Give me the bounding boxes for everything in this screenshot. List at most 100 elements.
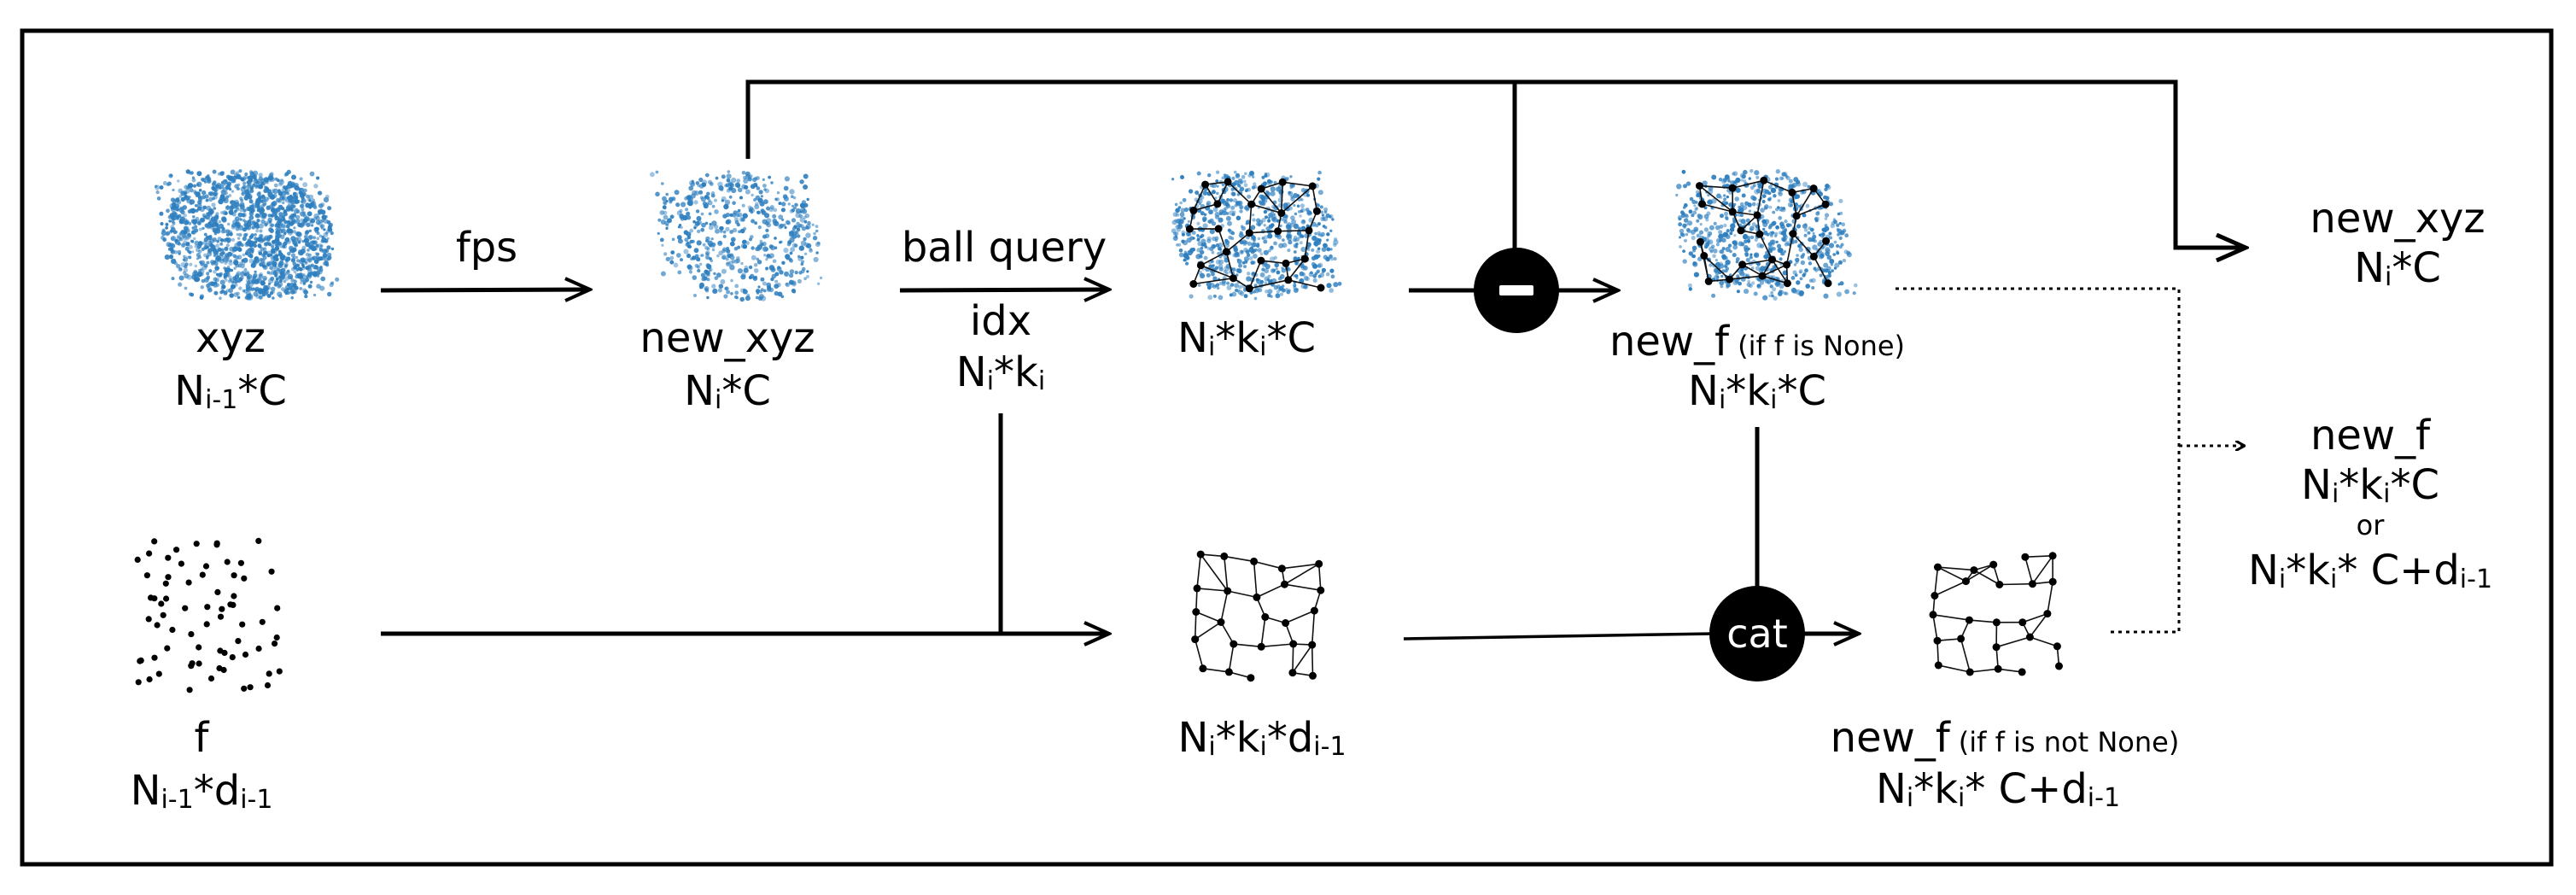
cloud-point	[1734, 196, 1739, 202]
cloud-point	[765, 258, 768, 261]
cloud-point	[1314, 231, 1317, 236]
cloud-point	[1231, 291, 1237, 297]
graph-node	[1789, 230, 1797, 238]
cloud-point	[693, 294, 697, 297]
cloud-point	[772, 214, 777, 219]
cloud-point	[1839, 211, 1843, 215]
cloud-point	[791, 195, 794, 198]
cloud-point	[283, 225, 287, 229]
cloud-point	[1725, 260, 1731, 266]
feature-point	[151, 538, 158, 545]
cloud-point	[1679, 228, 1685, 234]
cloud-point	[1824, 224, 1828, 227]
cloud-point	[1207, 295, 1213, 301]
cloud-point	[687, 265, 693, 271]
cloud-point	[253, 291, 259, 297]
cloud-point	[183, 257, 189, 262]
cloud-point	[304, 216, 310, 222]
cloud-point	[715, 228, 720, 234]
cloud-point	[170, 197, 175, 202]
cloud-point	[1226, 284, 1232, 290]
cloud-point	[1740, 178, 1744, 182]
cloud-point	[721, 199, 725, 202]
cloud-point	[705, 289, 710, 293]
cloud-point	[1300, 203, 1305, 208]
cloud-point	[1243, 248, 1248, 253]
cloud-point	[1836, 223, 1840, 227]
cloud-point	[252, 170, 259, 176]
cloud-point	[1236, 268, 1242, 274]
cloud-point	[791, 208, 795, 213]
cloud-point	[273, 266, 279, 272]
cloud-point	[1218, 264, 1224, 269]
cloud-point	[237, 263, 242, 268]
cloud-point	[1224, 238, 1229, 243]
feature-point	[151, 595, 158, 602]
cloud-point	[1271, 214, 1276, 219]
cloud-point	[275, 238, 278, 242]
cloud-point	[745, 295, 751, 301]
cloud-point	[1724, 269, 1728, 273]
cloud-point	[706, 191, 710, 196]
cloud-point	[219, 242, 224, 246]
cloud-point	[1768, 294, 1772, 297]
cloud-point	[1239, 180, 1244, 184]
cloud-point	[238, 232, 242, 237]
graph-node	[1189, 280, 1198, 288]
cloud-point	[1715, 243, 1720, 247]
cloud-point	[675, 202, 681, 208]
graph-node	[1317, 586, 1325, 594]
cloud-point	[219, 296, 222, 301]
cloud-point	[219, 259, 225, 264]
cloud-point	[1691, 235, 1696, 241]
cloud-point	[1303, 266, 1308, 271]
cloud-point	[1692, 210, 1697, 215]
cloud-point	[791, 204, 795, 208]
cloud-point	[722, 247, 727, 252]
cloud-point	[1259, 272, 1265, 278]
cloud-point	[663, 252, 668, 256]
cloud-point	[199, 295, 204, 300]
cloud-point	[178, 232, 183, 236]
cloud-point	[1771, 294, 1774, 298]
cloud-point	[701, 254, 704, 257]
cloud-point	[667, 218, 672, 223]
cloud-point	[325, 229, 330, 234]
cloud-point	[224, 211, 228, 215]
cloud-point	[1814, 219, 1819, 223]
cloud-point	[1779, 257, 1783, 261]
cloud-point	[190, 239, 193, 243]
cloud-point	[1720, 274, 1724, 278]
cloud-point	[1253, 296, 1258, 301]
cloud-point	[1836, 251, 1840, 255]
cloud-point	[710, 237, 714, 241]
cloud-point	[1852, 291, 1856, 295]
cloud-point	[1329, 254, 1333, 259]
cloud-point	[789, 189, 795, 195]
cloud-point	[1804, 223, 1808, 226]
cloud-point	[287, 180, 293, 186]
graph-edge	[1284, 563, 1320, 585]
cloud-point	[1276, 270, 1281, 275]
cloud-point	[700, 196, 706, 202]
cloud-point	[756, 260, 762, 265]
cloud-point	[294, 243, 299, 248]
cloud-point	[766, 287, 772, 292]
cloud-point	[1702, 180, 1708, 186]
cloud-point	[173, 206, 179, 212]
cloud-point	[711, 220, 717, 226]
graph-edge	[1311, 645, 1314, 676]
graph-node	[1300, 254, 1309, 263]
cloud-point	[1745, 218, 1750, 223]
cloud-point	[674, 190, 680, 196]
cloud-point	[277, 252, 283, 257]
cloud-point	[659, 237, 664, 243]
cloud-point	[803, 277, 807, 281]
graph-edge	[1995, 636, 2030, 648]
cloud-point	[758, 294, 764, 300]
cloud-point	[1689, 196, 1694, 202]
cloud-point	[1212, 244, 1217, 249]
cloud-point	[806, 275, 809, 278]
cloud-point	[155, 184, 161, 190]
graph-edge	[1936, 638, 1961, 641]
